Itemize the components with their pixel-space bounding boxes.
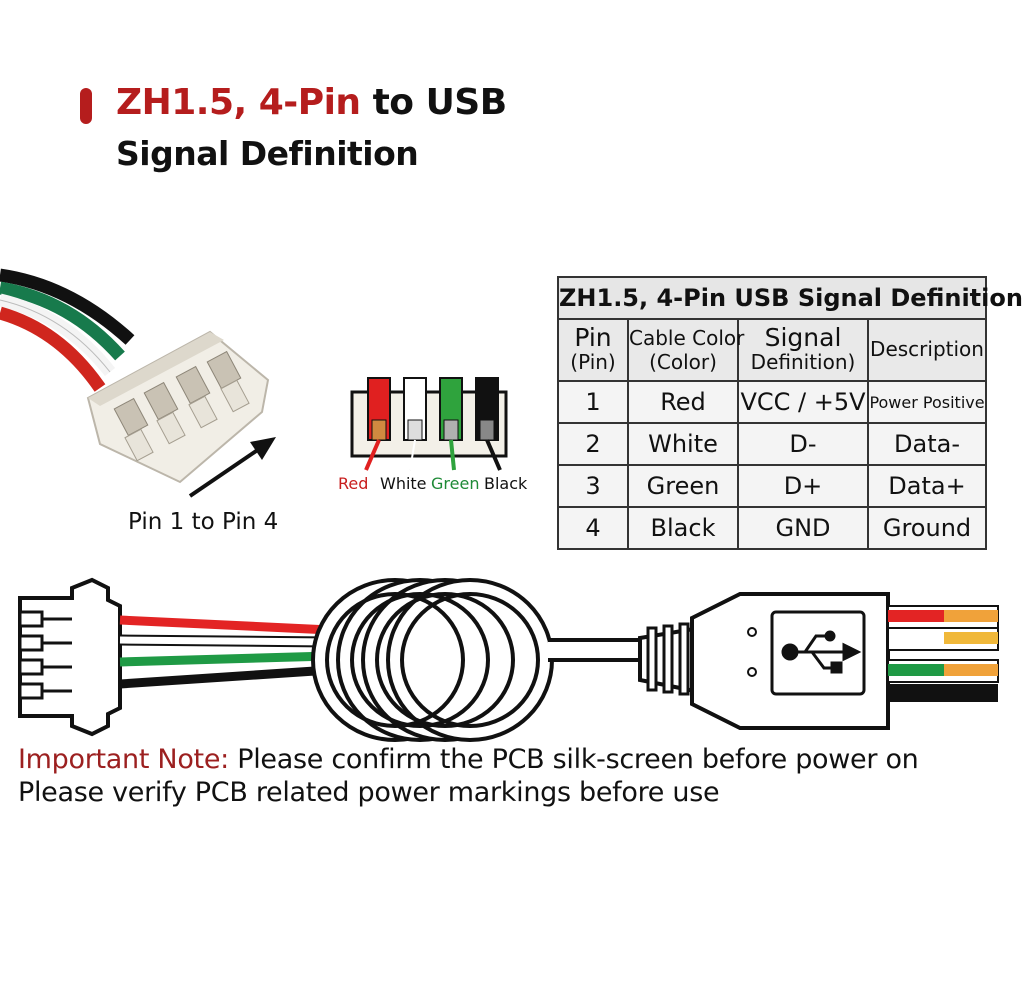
pinout-icon [350, 377, 508, 471]
wire-label-red: Red [338, 474, 369, 493]
row-color: Green [627, 464, 739, 508]
row-pin: 1 [557, 380, 629, 424]
row-pin: 3 [557, 464, 629, 508]
row-desc: Power Positive [866, 380, 988, 424]
header-pin: Pin(Pin) [557, 318, 629, 382]
table-row: 4 Black GND Ground [557, 506, 988, 550]
row-desc: Data- [866, 422, 988, 466]
signal-table: ZH1.5, 4-Pin USB Signal Definition Pin(P… [556, 276, 1023, 550]
table-row: 1 Red VCC / +5V Power Positive [557, 380, 988, 424]
connector-photo [0, 268, 270, 484]
wire-label-white: White [380, 474, 427, 493]
note-line1: Please confirm the PCB silk-screen befor… [228, 744, 919, 775]
wire-label-green: Green [431, 474, 480, 493]
ribbon-wires [119, 615, 331, 689]
page-subtitle: Signal Definition [116, 134, 419, 173]
row-color: Red [627, 380, 739, 424]
header-color: Cable Color(Color) [627, 318, 744, 382]
row-desc: Data+ [866, 464, 988, 508]
table-row: 2 White D- Data- [557, 422, 988, 466]
title-accent-bar [80, 88, 92, 124]
row-desc: Ground [866, 506, 988, 550]
row-color: Black [627, 506, 739, 550]
important-note: Important Note: Please confirm the PCB s… [18, 744, 919, 775]
pin-caption: Pin 1 to Pin 4 [128, 509, 279, 535]
row-pin: 4 [557, 506, 629, 550]
wire-label-black: Black [484, 474, 528, 493]
usb-plug [638, 592, 890, 730]
row-signal: D- [737, 422, 869, 466]
header-description: Description [866, 318, 988, 382]
row-signal: D+ [737, 464, 869, 508]
title-target: to USB [360, 82, 508, 123]
row-pin: 2 [557, 422, 629, 466]
row-signal: GND [737, 506, 869, 550]
note-line2: Please verify PCB related power markings… [18, 777, 720, 808]
cable-coil [311, 578, 640, 742]
table-title: ZH1.5, 4-Pin USB Signal Definition [556, 276, 1023, 320]
output-wires [887, 605, 999, 702]
table-row: 3 Green D+ Data+ [557, 464, 988, 508]
cable-diagram [0, 268, 999, 742]
row-signal: VCC / +5V [737, 380, 869, 424]
arrow-icon [188, 437, 276, 498]
jst-connector [18, 577, 122, 737]
title-connector: ZH1.5, 4-Pin [116, 82, 361, 123]
note-label: Important Note: [18, 744, 229, 775]
page-title: ZH1.5, 4-Pin to USB [116, 82, 507, 123]
usb-icon [781, 630, 862, 674]
row-color: White [627, 422, 739, 466]
